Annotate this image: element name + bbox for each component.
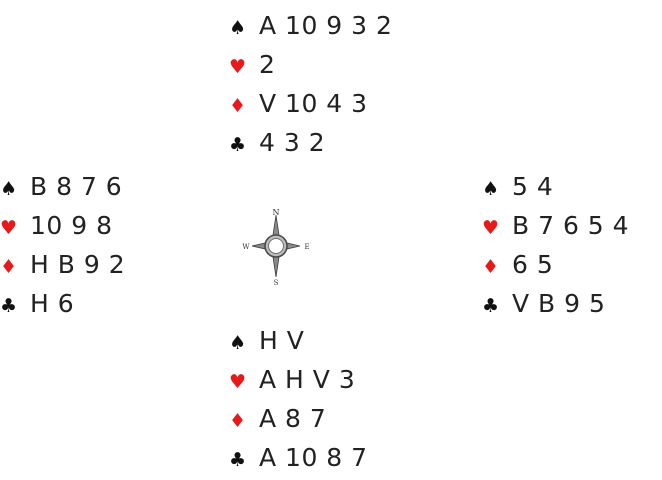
east-clubs-row: ♣ V B 9 5 — [482, 284, 629, 323]
east-diamonds-row: ♦ 6 5 — [482, 245, 629, 284]
west-hearts-row: ♥ 10 9 8 — [0, 206, 125, 245]
compass-rose: N S W E — [228, 205, 324, 287]
south-spades-cards: H V — [259, 326, 305, 355]
compass-icon: N S W E — [242, 208, 309, 287]
spade-icon: ♠ — [229, 332, 247, 354]
compass-n-label: N — [273, 208, 280, 217]
compass-north-arrow — [272, 214, 280, 236]
spade-icon: ♠ — [229, 17, 247, 39]
north-spades-cards: A 10 9 3 2 — [259, 11, 393, 40]
compass-south-arrow — [272, 256, 280, 278]
east-diamonds-cards: 6 5 — [512, 250, 554, 279]
compass-east-arrow — [286, 242, 301, 250]
north-hearts-cards: 2 — [259, 50, 276, 79]
west-spades-row: ♠ B 8 7 6 — [0, 167, 125, 206]
south-hearts-row: ♥ A H V 3 — [229, 360, 368, 399]
west-clubs-row: ♣ H 6 — [0, 284, 125, 323]
diamond-icon: ♦ — [0, 256, 18, 278]
compass-west-arrow — [251, 242, 266, 250]
club-icon: ♣ — [229, 134, 247, 156]
diamond-icon: ♦ — [229, 410, 247, 432]
south-diamonds-cards: A 8 7 — [259, 404, 327, 433]
west-diamonds-row: ♦ H B 9 2 — [0, 245, 125, 284]
east-spades-cards: 5 4 — [512, 172, 554, 201]
south-diamonds-row: ♦ A 8 7 — [229, 399, 368, 438]
north-spades-row: ♠ A 10 9 3 2 — [229, 6, 392, 45]
east-hearts-cards: B 7 6 5 4 — [512, 211, 630, 240]
diamond-icon: ♦ — [482, 256, 500, 278]
north-clubs-row: ♣ 4 3 2 — [229, 123, 392, 162]
north-hand: ♠A 10 9 3 2 ♥2 ♦V 10 4 3 ♣4 3 2 — [229, 6, 392, 162]
south-hearts-cards: A H V 3 — [259, 365, 356, 394]
south-clubs-row: ♣ A 10 8 7 — [229, 438, 368, 477]
west-diamonds-cards: H B 9 2 — [30, 250, 126, 279]
west-clubs-cards: H 6 — [30, 289, 75, 318]
spade-icon: ♠ — [0, 178, 18, 200]
compass-w-label: W — [242, 243, 250, 251]
north-hearts-row: ♥2 — [229, 45, 392, 84]
east-hearts-row: ♥ B 7 6 5 4 — [482, 206, 629, 245]
heart-icon: ♥ — [229, 56, 247, 78]
east-clubs-cards: V B 9 5 — [512, 289, 606, 318]
east-spades-row: ♠ 5 4 — [482, 167, 629, 206]
club-icon: ♣ — [482, 295, 500, 317]
west-hearts-cards: 10 9 8 — [30, 211, 113, 240]
club-icon: ♣ — [0, 295, 18, 317]
north-diamonds-row: ♦ V 10 4 3 — [229, 84, 392, 123]
compass-e-label: E — [304, 243, 309, 251]
west-spades-cards: B 8 7 6 — [30, 172, 123, 201]
spade-icon: ♠ — [482, 178, 500, 200]
north-diamonds-cards: V 10 4 3 — [259, 89, 368, 118]
south-spades-row: ♠ H V — [229, 321, 368, 360]
club-icon: ♣ — [229, 449, 247, 471]
south-hand: ♠ H V ♥ A H V 3 ♦ A 8 7 ♣ A 10 8 7 — [229, 321, 368, 477]
east-hand: ♠ 5 4 ♥ B 7 6 5 4 ♦ 6 5 ♣ V B 9 5 — [482, 167, 629, 323]
diamond-icon: ♦ — [229, 95, 247, 117]
west-hand: ♠ B 8 7 6 ♥ 10 9 8 ♦ H B 9 2 ♣ H 6 — [0, 167, 125, 323]
heart-icon: ♥ — [482, 217, 500, 239]
compass-s-label: S — [274, 279, 279, 287]
compass-center — [268, 238, 284, 254]
south-clubs-cards: A 10 8 7 — [259, 443, 368, 472]
north-clubs-cards: 4 3 2 — [259, 128, 326, 157]
heart-icon: ♥ — [0, 217, 18, 239]
heart-icon: ♥ — [229, 371, 247, 393]
